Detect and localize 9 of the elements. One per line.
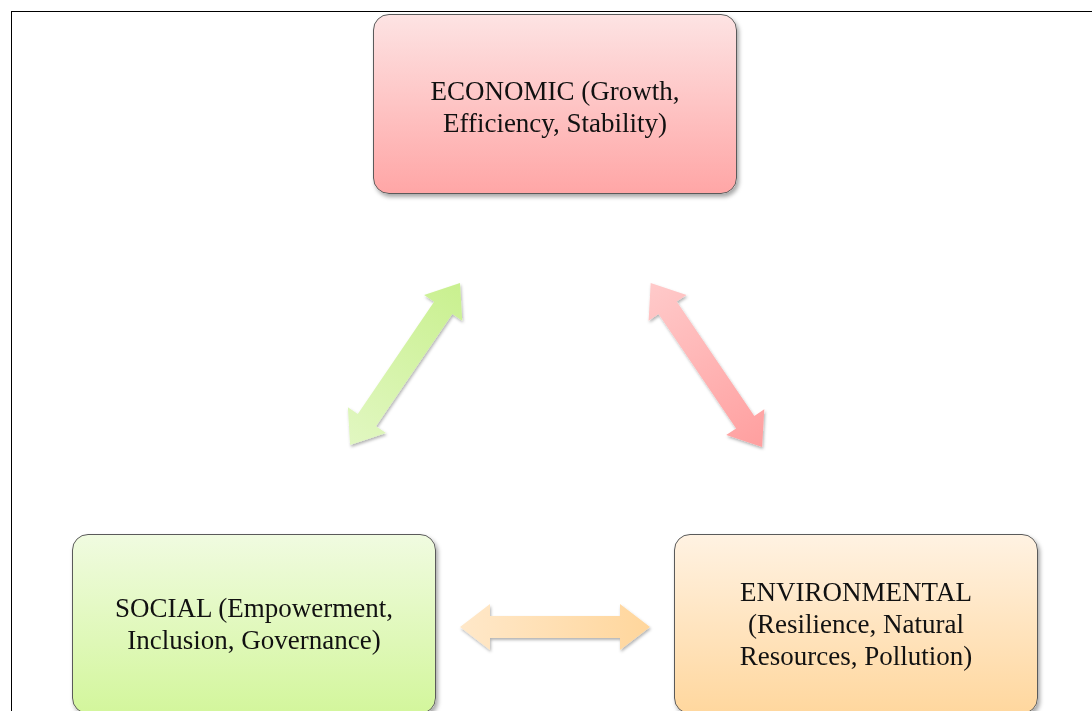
double-arrow	[347, 283, 463, 445]
double-arrow	[648, 283, 765, 447]
double-arrow	[460, 604, 650, 650]
box-label: ECONOMIC (Growth, Efficiency, Stability)	[429, 75, 681, 139]
box-label: SOCIAL (Empowerment, Inclusion, Governance)	[114, 592, 394, 656]
box-label: ENVIRONMENTAL (Resilience, Natural Resources, Pollution)	[738, 576, 974, 672]
rounded-box	[674, 534, 1038, 711]
rounded-box	[72, 534, 436, 711]
rounded-box	[373, 14, 737, 194]
